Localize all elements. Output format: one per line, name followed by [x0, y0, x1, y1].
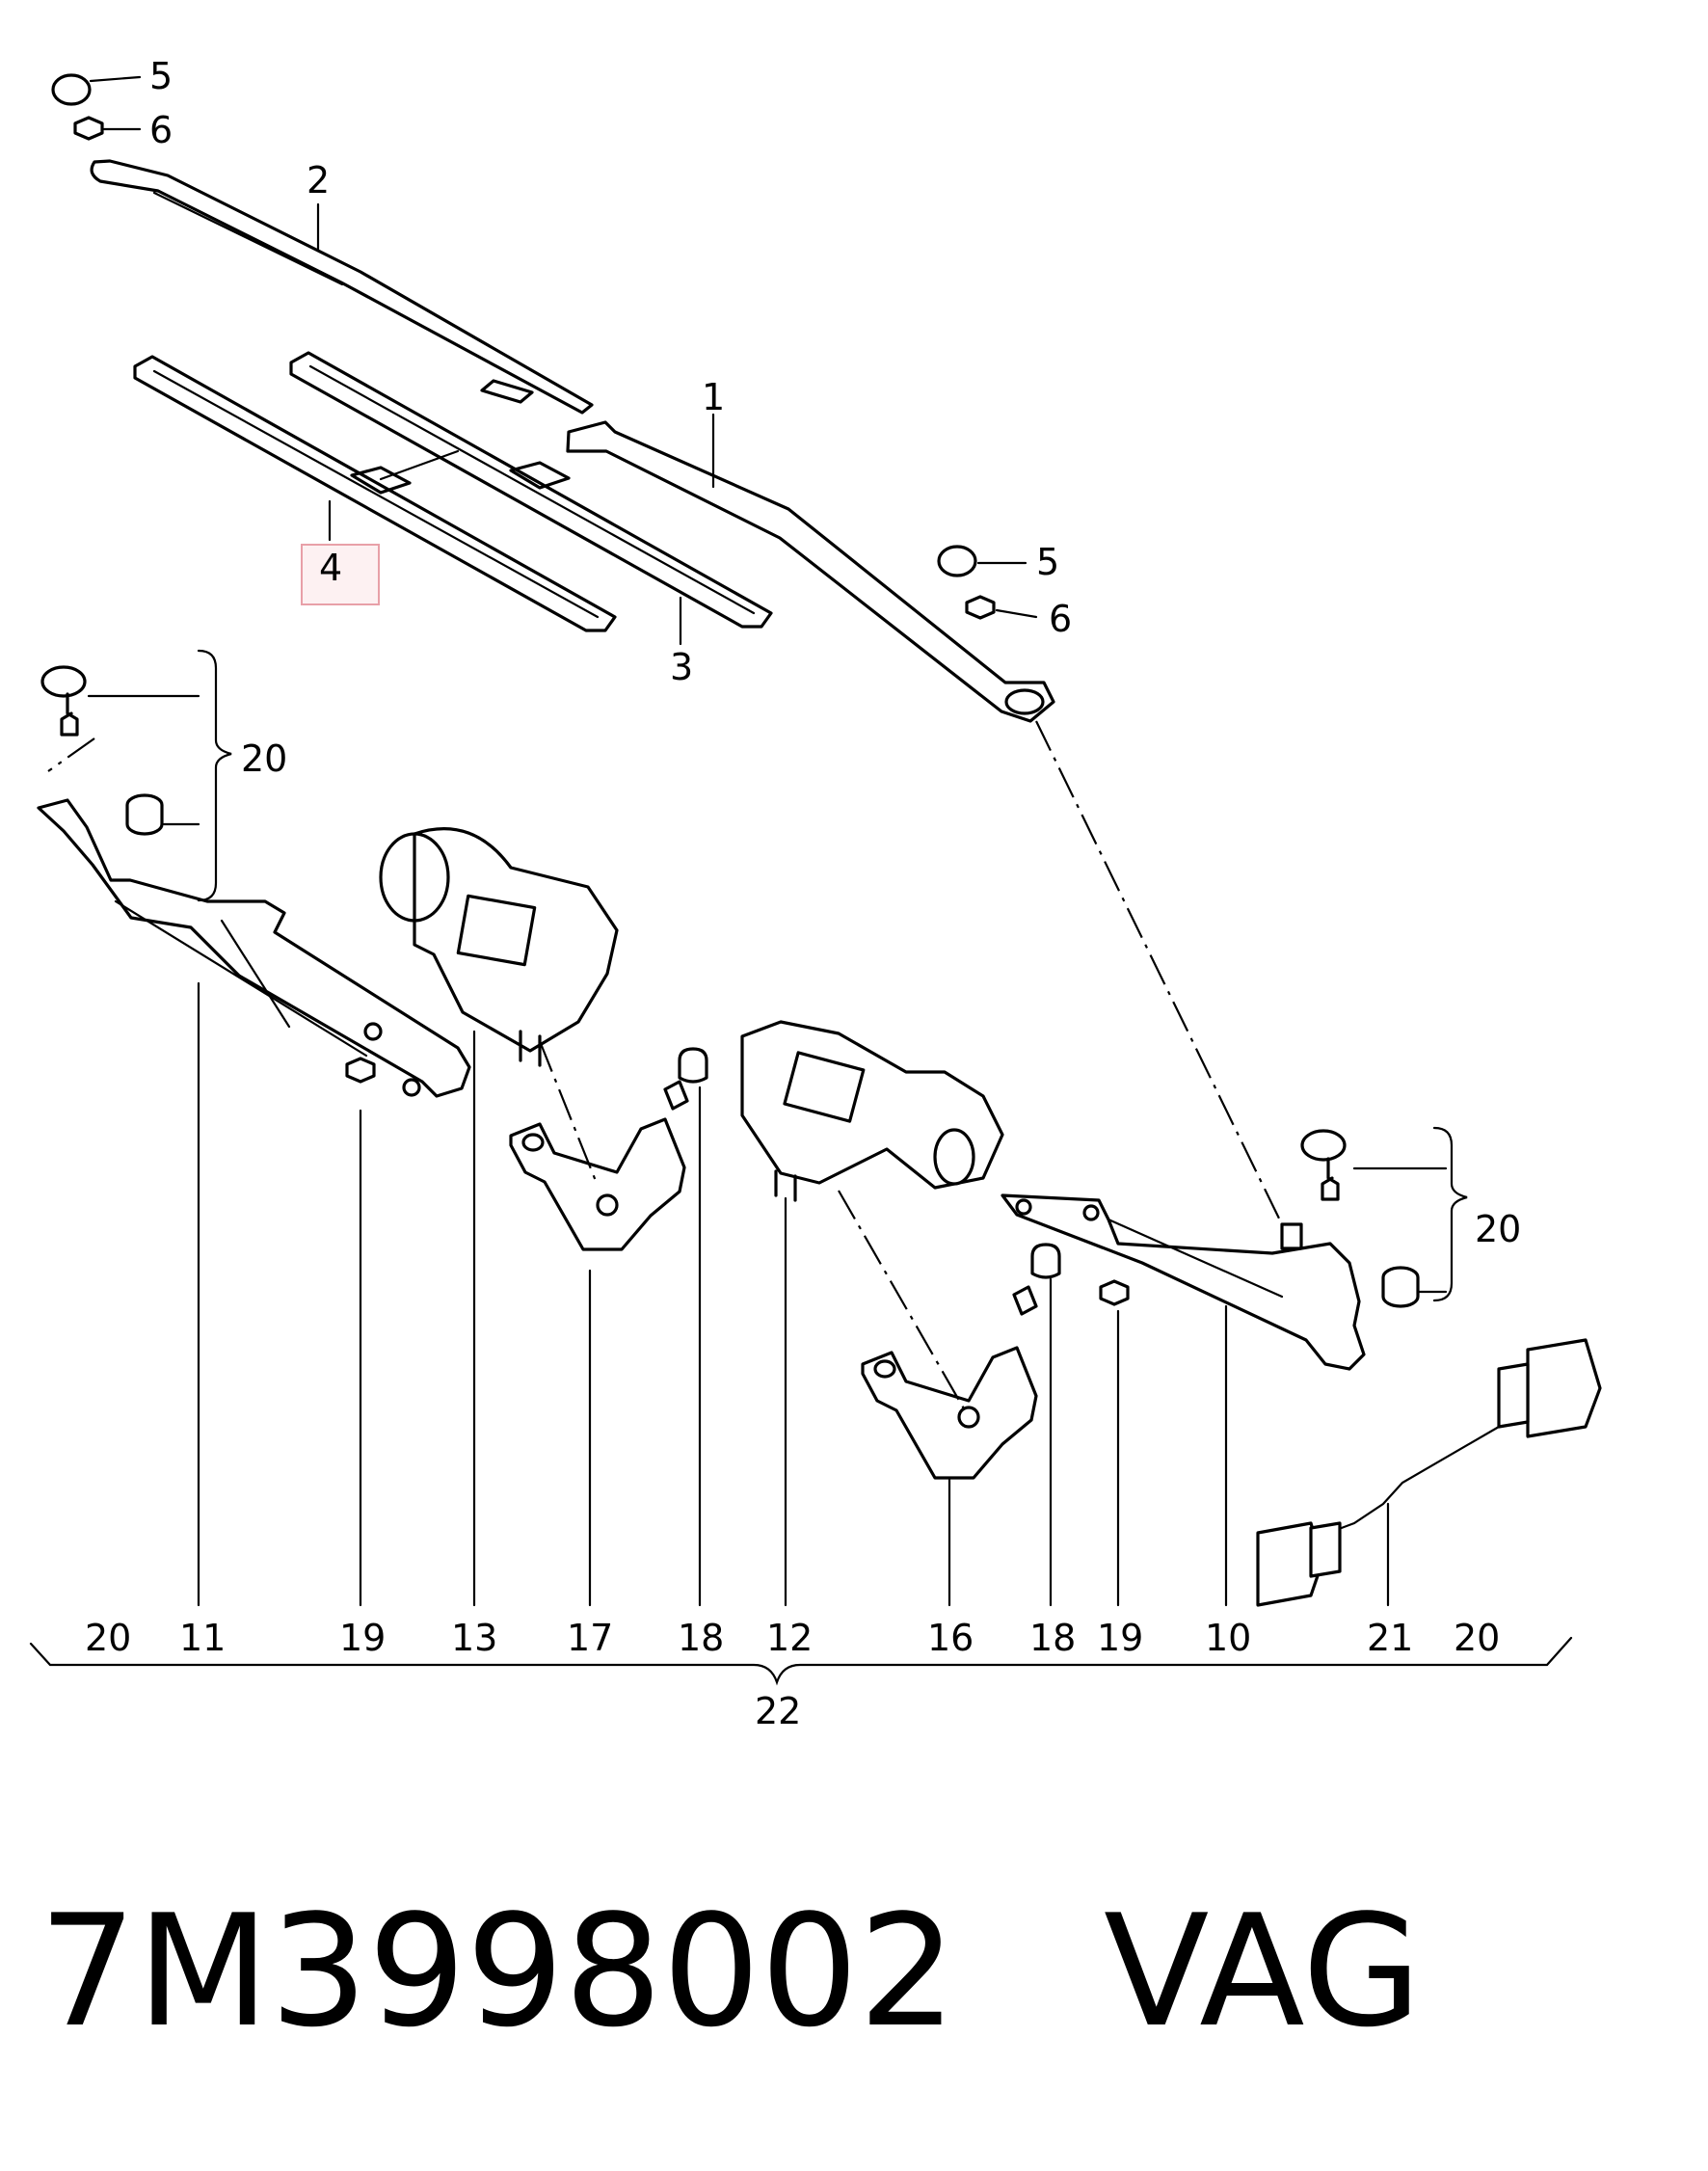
nut-19-left [345, 1057, 376, 1607]
crank-bracket-17 [509, 1080, 689, 1607]
crank-bracket-16 [861, 1285, 1038, 1607]
assembly-bracket-22 [29, 1636, 1573, 1686]
part-number: 7M3998002 [39, 1881, 957, 2061]
wiring-harness-21 [1256, 1338, 1602, 1607]
pivot-connector-line [1035, 720, 1283, 1225]
callout-20-right: 20 [1475, 1208, 1521, 1250]
bottom-label-19-right: 19 [1097, 1617, 1143, 1659]
linkage-10 [1001, 1193, 1366, 1607]
bottom-label-13: 13 [451, 1617, 497, 1659]
fastener-set-20-right [1300, 1126, 1468, 1308]
wiper-blade-3 [289, 351, 773, 646]
nut-6-top [73, 116, 142, 141]
bottom-label-21: 21 [1367, 1617, 1413, 1659]
bottom-label-11: 11 [179, 1617, 226, 1659]
bottom-label-17: 17 [567, 1617, 613, 1659]
wiper-arm-1 [566, 413, 1055, 723]
bottom-label-19-left: 19 [339, 1617, 386, 1659]
bottom-label-18-left: 18 [678, 1617, 724, 1659]
callout-5-right: 5 [1036, 541, 1059, 583]
group-label-22: 22 [755, 1690, 801, 1732]
cap-5-right [937, 545, 1027, 577]
callout-3: 3 [670, 646, 693, 688]
bottom-label-20-left: 20 [85, 1617, 131, 1659]
grommet-18-right [1030, 1243, 1061, 1607]
fastener-set-20-left [40, 649, 232, 902]
callout-20-left: 20 [241, 737, 287, 780]
part-number-caption: 7M3998002 VAG [39, 1875, 1677, 2068]
bottom-label-20-right: 20 [1454, 1617, 1500, 1659]
bottom-label-16: 16 [927, 1617, 974, 1659]
wiper-motor-13 [379, 827, 619, 1607]
callout-4: 4 [319, 547, 342, 589]
callout-1: 1 [702, 376, 725, 418]
callout-6-top: 6 [149, 109, 173, 151]
callout-4-highlight[interactable]: 4 [301, 544, 380, 605]
bottom-label-12: 12 [766, 1617, 813, 1659]
bottom-label-18-right: 18 [1029, 1617, 1076, 1659]
wiper-arm-2 [90, 159, 594, 415]
callout-2: 2 [307, 159, 330, 201]
bottom-label-10: 10 [1205, 1617, 1251, 1659]
callout-6-right: 6 [1049, 598, 1072, 640]
nut-6-right [965, 595, 1038, 620]
brand-name: VAG [1104, 1881, 1422, 2061]
wiper-blade-4 [133, 355, 617, 632]
callout-5-top: 5 [149, 55, 173, 97]
nut-19-right [1099, 1279, 1130, 1607]
linkage-11 [37, 798, 471, 1607]
wiper-motor-12 [740, 1020, 1004, 1607]
cap-5-top [51, 73, 142, 106]
grommet-18-left [678, 1047, 708, 1607]
